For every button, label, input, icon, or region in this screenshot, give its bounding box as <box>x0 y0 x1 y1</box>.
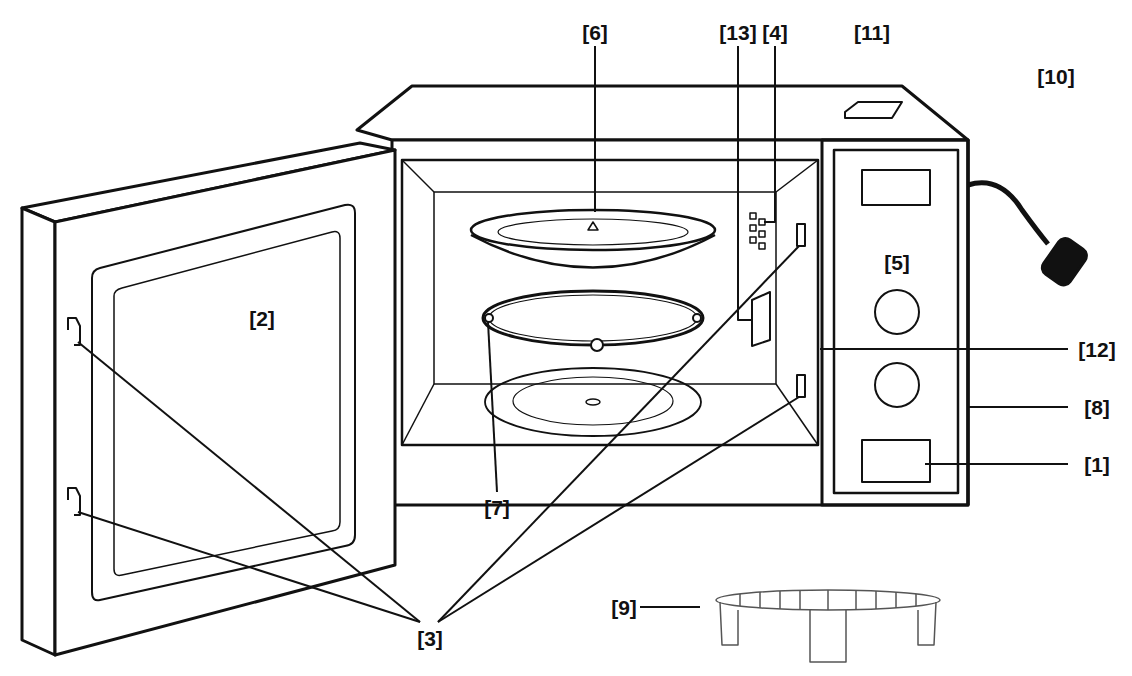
cavity-back <box>434 192 776 384</box>
control-panel <box>822 140 968 505</box>
display <box>862 170 930 205</box>
roller-ring <box>483 291 703 345</box>
door-button <box>862 440 930 482</box>
callout-number: [7] <box>484 497 510 518</box>
oven-top <box>357 86 968 140</box>
callout-number: [8] <box>1084 397 1110 418</box>
door-hook <box>68 318 80 345</box>
latch-slot <box>797 375 805 397</box>
callout-number: [5] <box>884 252 910 273</box>
door-hook <box>68 488 80 515</box>
knob <box>875 363 919 407</box>
callout-number: [3] <box>417 628 443 649</box>
cavity <box>402 160 818 445</box>
waveguide-cover <box>752 292 770 346</box>
callout-number: [6] <box>582 22 608 43</box>
knob <box>875 290 919 334</box>
vents <box>750 213 765 249</box>
glass-plate <box>471 210 715 250</box>
floor-recess <box>485 368 701 436</box>
door <box>55 150 395 655</box>
label-plate <box>845 102 902 118</box>
plug <box>1039 235 1089 288</box>
callout-number: [10] <box>1037 66 1074 87</box>
leader-lines <box>78 46 1068 622</box>
callout-number: [1] <box>1084 454 1110 475</box>
callout-number: [11] <box>854 22 890 43</box>
callout-number: [4] <box>762 22 788 43</box>
callout-number: [9] <box>611 597 637 618</box>
power-cord <box>968 183 1048 244</box>
oven-front <box>392 140 968 505</box>
callout-number: [12] <box>1078 339 1115 360</box>
door-window <box>92 205 355 601</box>
callout-number: [13] <box>719 22 756 43</box>
latch-slot <box>797 224 805 246</box>
grill-rack <box>716 590 940 662</box>
callout-number: [2] <box>249 308 275 329</box>
